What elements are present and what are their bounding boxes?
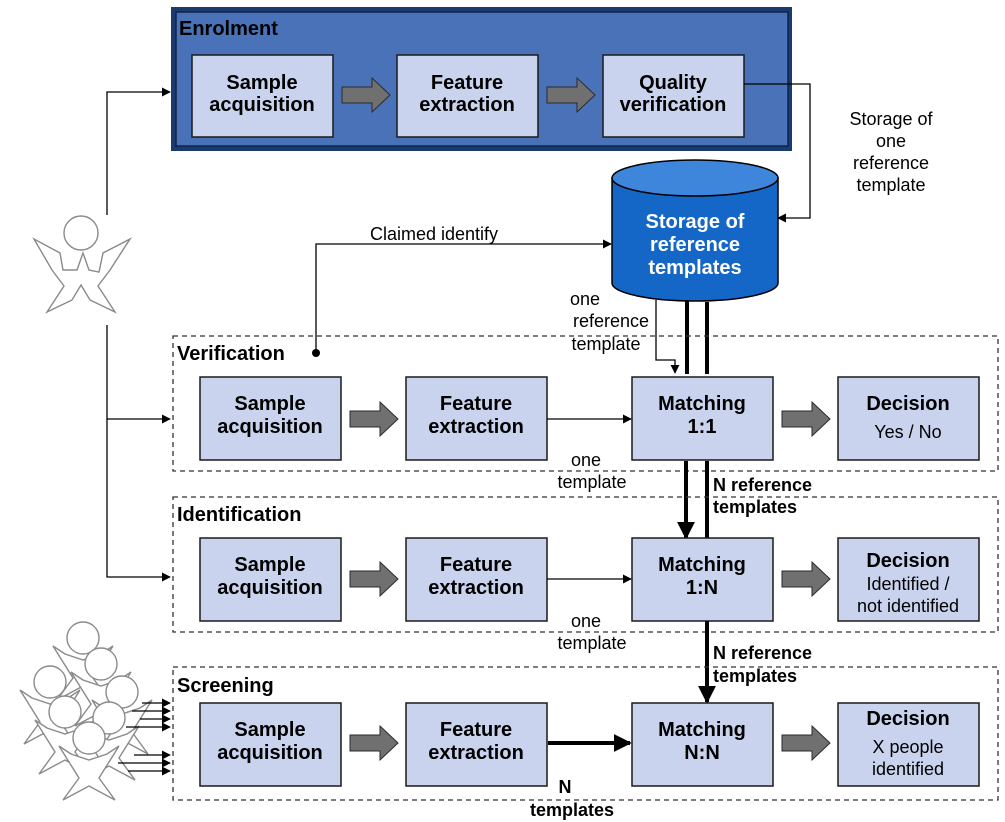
enrolment-sample-box <box>191 54 334 138</box>
enrolment-feature-line1: Feature <box>431 72 503 94</box>
verification-decision-text: Yes / No <box>874 422 941 442</box>
screening-sample-line1: Sample <box>234 719 305 741</box>
verification-matching-line2: 1:1 <box>688 416 717 438</box>
identification-matching-line1: Matching <box>658 554 746 576</box>
claimed-identity-connector <box>315 239 612 353</box>
crowd-icon <box>19 621 153 801</box>
gray-arrow-icon <box>349 560 399 598</box>
gray-arrow-icon <box>781 724 831 762</box>
storage-label-line3: reference <box>853 153 929 173</box>
enrolment-title: Enrolment <box>179 18 278 40</box>
verification-connector <box>106 325 171 424</box>
crowd-input-arrows <box>118 698 171 776</box>
one-ref-template-line2: reference <box>573 311 649 331</box>
n-ref-templates-1-line1: N reference <box>713 475 812 495</box>
verification-matching-line1: Matching <box>658 393 746 415</box>
enrolment-sample-line1: Sample <box>226 72 297 94</box>
identification-connector <box>106 419 171 582</box>
identification-sample-box <box>199 537 342 622</box>
identification-feature-line1: Feature <box>440 554 512 576</box>
gray-arrow-icon <box>546 76 596 114</box>
verification-feature-line2: extraction <box>428 416 524 438</box>
identification-decision-title: Decision <box>866 550 949 572</box>
screening-sample-box <box>199 702 342 787</box>
screening-matching-box <box>631 702 774 787</box>
gray-arrow-icon <box>781 560 831 598</box>
gray-arrow-icon <box>341 76 391 114</box>
identification-panel: Identification Sample acquisition Featur… <box>172 496 999 633</box>
screening-matching-line1: Matching <box>658 719 746 741</box>
storage-connector <box>744 83 811 223</box>
screening-matching-line2: N:N <box>684 742 720 764</box>
enrolment-feature-line2: extraction <box>419 94 515 116</box>
identification-matching-box <box>631 537 774 622</box>
storage-label-line2: one <box>876 131 906 151</box>
screening-sample-line2: acquisition <box>217 742 323 764</box>
one-template-2-line1: one <box>571 611 601 631</box>
screening-feature-box <box>405 702 548 787</box>
enrolment-panel: Enrolment Sample acquisition Feature ext… <box>171 7 792 151</box>
screening-title: Screening <box>177 675 274 697</box>
identification-decision-line2: not identified <box>857 596 959 616</box>
identification-decision-line1: Identified / <box>866 574 949 594</box>
enrolment-sample-line2: acquisition <box>209 94 315 116</box>
gray-arrow-icon <box>349 400 399 438</box>
claimed-identity-dot <box>312 349 320 357</box>
screening-feature-line1: Feature <box>440 719 512 741</box>
enrolment-quality-box <box>602 54 745 138</box>
one-template-1-line1: one <box>571 450 601 470</box>
gray-arrow-icon <box>349 724 399 762</box>
database-label-line2: reference <box>650 234 740 256</box>
one-ref-template-line3: template <box>571 334 640 354</box>
verification-sample-box <box>199 376 342 461</box>
verification-feature-line1: Feature <box>440 393 512 415</box>
n-templates-line2: templates <box>530 800 614 820</box>
n-templates-line1: N <box>559 777 572 797</box>
database-icon: Storage of reference templates <box>611 159 779 302</box>
identification-matching-line2: 1:N <box>686 577 718 599</box>
one-template-1-line2: template <box>557 472 626 492</box>
database-label-line3: templates <box>648 257 741 279</box>
screening-panel: Screening Sample acquisition Feature ext… <box>172 666 999 801</box>
claimed-identity-label: Claimed identify <box>370 224 498 244</box>
identification-feature-line2: extraction <box>428 577 524 599</box>
screening-decision-line2: identified <box>872 759 944 779</box>
enrolment-quality-line2: verification <box>620 94 727 116</box>
one-ref-connector <box>655 300 680 374</box>
identification-sample-line2: acquisition <box>217 577 323 599</box>
verification-panel: Verification Sample acquisition Feature … <box>172 335 999 472</box>
screening-decision-box <box>837 702 980 787</box>
identification-feature-box <box>405 537 548 622</box>
identification-sample-line1: Sample <box>234 554 305 576</box>
n-ref-templates-1-line2: templates <box>713 497 797 517</box>
storage-label-line4: template <box>856 175 925 195</box>
enrolment-connector <box>106 87 171 215</box>
screening-decision-line1: X people <box>872 737 943 757</box>
person-icon <box>32 215 133 314</box>
enrolment-quality-line1: Quality <box>639 72 708 94</box>
enrolment-feature-box <box>396 54 539 138</box>
verification-decision-title: Decision <box>866 393 949 415</box>
screening-decision-title: Decision <box>866 708 949 730</box>
gray-arrow-icon <box>781 400 831 438</box>
verification-matching-box <box>631 376 774 461</box>
verification-sample-line1: Sample <box>234 393 305 415</box>
one-ref-template-line1: one <box>570 289 600 309</box>
identification-decision-box <box>837 537 980 622</box>
n-ref-templates-2-line2: templates <box>713 666 797 686</box>
verification-sample-line2: acquisition <box>217 416 323 438</box>
verification-decision-box <box>837 376 980 461</box>
screening-feature-line2: extraction <box>428 742 524 764</box>
n-ref-templates-2-line1: N reference <box>713 643 812 663</box>
one-template-2-line2: template <box>557 633 626 653</box>
verification-title: Verification <box>177 343 285 365</box>
identification-title: Identification <box>177 504 301 526</box>
storage-label-line1: Storage of <box>849 109 933 129</box>
database-label-line1: Storage of <box>646 211 745 233</box>
